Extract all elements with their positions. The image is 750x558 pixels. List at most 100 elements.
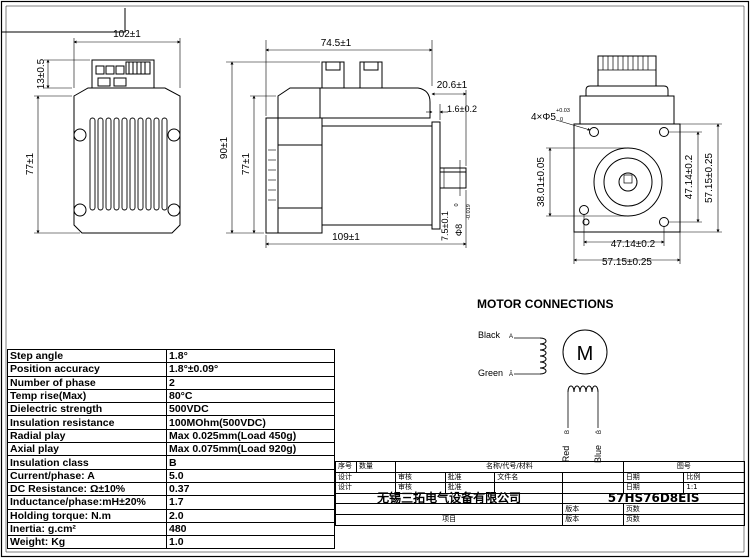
spec-param: Inductance/phase:mH±20% [7,495,167,510]
label-black: Black [478,330,501,340]
dim-shaft-step: 1.6±0.2 [447,104,477,114]
spec-param: Dielectric strength [7,402,167,417]
tb-qty: 数量 [356,461,396,473]
spec-value: 1.8°±0.09° [166,362,335,377]
tb-pages: 页数 [622,503,746,515]
motor-connections-title: MOTOR CONNECTIONS [477,297,613,311]
front-view [34,38,181,234]
dim-front-height: 77±1 [25,152,36,175]
dim-hole-v-spacing: 47.14±0.2 [684,154,695,199]
tb-project: 项目 [334,513,564,526]
spec-row: Inductance/phase:mH±20%1.7 [7,495,335,510]
spec-value: 1.7 [166,495,335,510]
label-green: Green [478,368,503,378]
dim-shaft-flat: 7.5±0.1 0 [440,203,460,241]
svg-text:Φ8: Φ8 [454,224,464,236]
tb-pages-2: 页数 [622,513,746,526]
side-view [226,40,467,248]
dim-shaft-diameter: Φ8 -0.019 [454,204,472,236]
spec-value: 0.37 [166,481,335,497]
spec-value: 80°C [166,388,335,404]
dim-side-body-height: 77±1 [241,152,252,175]
dim-shaft-length: 20.6±1 [437,80,468,91]
dim-body-h: 57.15±0.25 [602,257,652,268]
tb-design: 设计 [335,471,396,484]
dim-side-total-height: 90±1 [219,136,230,159]
tb-model: 57HS76D8EIS [562,492,745,505]
tb-design-2: 设计 [335,482,396,494]
spec-param: Insulation resistance [7,415,167,430]
spec-param: Step angle [7,348,167,364]
motor-schematic [514,329,608,428]
spec-value: B [166,455,335,470]
dim-body-v: 57.15±0.25 [704,153,715,203]
svg-text:-0.019: -0.019 [466,204,472,220]
spec-value: 1.0 [166,535,335,550]
spec-param: Number of phase [7,375,167,390]
end-view [546,55,722,264]
dim-pilot-diameter: 38.01±0.05 [536,157,547,207]
tb-company: 无锡三拓电气设备有限公司 [334,492,564,505]
hole-note: 4×Φ5 +0.03 0 [531,108,570,123]
tb-version: 版本 [562,503,624,515]
spec-value: 2.0 [166,508,335,523]
svg-text:0: 0 [454,203,460,206]
tb-scale-label: 比例 [683,471,745,484]
svg-text:4×Φ5: 4×Φ5 [531,112,556,123]
tb-filename: 文件名 [494,471,564,484]
tb-version-2: 版本 [562,513,624,526]
label-blue: Blue [593,445,603,463]
spec-value: 5.0 [166,468,335,483]
dim-front-terminal: 13±0.5 [36,58,47,89]
spec-param: Holding torque: N.m [7,508,167,523]
label-a-bar: Ā [509,371,513,378]
label-a: A [509,334,513,340]
spec-value: 480 [166,521,335,537]
spec-param: Position accuracy [7,362,167,377]
svg-text:+0.03: +0.03 [556,108,570,114]
spec-row: Temp rise(Max)80°C [7,388,335,404]
spec-row: DC Resistance: Ω±10%0.37 [7,481,335,497]
label-b-bar: B̄ [596,430,603,434]
tb-name-spec: 名称/代号/材料 [395,461,624,473]
spec-value: Max 0.025mm(Load 450g) [166,428,335,444]
dim-side-length: 74.5±1 [321,38,352,49]
spec-value: Max 0.075mm(Load 920g) [166,442,335,457]
spec-value: 1.8° [166,348,335,364]
title-block: 序号 数量 名称/代号/材料 图号 设计 审核 批准 文件名 日期 比例 设计 … [334,461,746,526]
tb-scale: 1:1 [683,482,745,494]
tb-seq: 序号 [335,461,357,473]
dim-front-width: 102±1 [113,29,141,40]
label-b: B [565,430,571,434]
spec-param: Inertia: g.cm² [7,521,167,537]
spec-param: Temp rise(Max) [7,388,167,404]
dim-side-overall: 109±1 [332,232,360,243]
spec-param: Weight: Kg [7,535,167,550]
spec-value: 2 [166,375,335,390]
spec-param: Current/phase: A [7,468,167,483]
tb-date: 日期 [622,471,685,484]
spec-param: Insulation class [7,455,167,470]
spec-value: 500VDC [166,402,335,417]
spec-param: DC Resistance: Ω±10% [7,481,167,497]
spec-param: Axial play [7,442,167,457]
dim-hole-h-spacing: 47.14±0.2 [611,239,656,250]
spec-value: 100MOhm(500VDC) [166,415,335,430]
label-red: Red [561,446,571,463]
motor-symbol: M [577,343,594,365]
svg-text:7.5±0.1: 7.5±0.1 [440,211,450,241]
tb-review: 审核 [395,471,446,484]
